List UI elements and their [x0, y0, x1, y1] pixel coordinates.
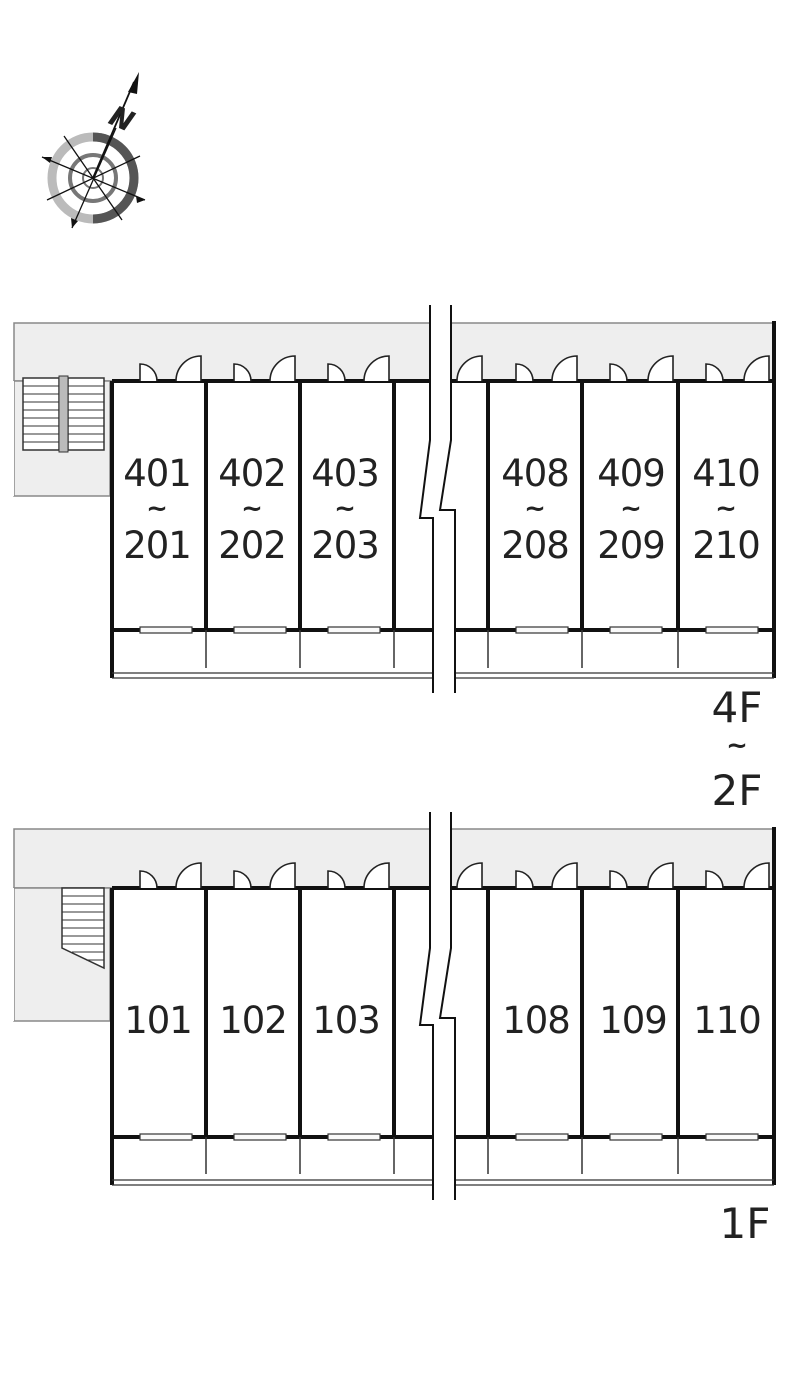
floor-label-top: 4F: [712, 683, 763, 732]
unit-label-top: 401: [123, 452, 191, 495]
unit-label-bottom: 210: [692, 524, 760, 567]
floor-label-sep: ~: [726, 731, 748, 761]
ground-unit-labels: 101 102 103 108 109 110: [124, 999, 762, 1042]
stair-icon: [22, 375, 105, 453]
unit-label-sep: ~: [620, 494, 642, 524]
unit-label: 101: [124, 999, 192, 1042]
ground-floor-plan: [0, 812, 776, 1200]
unit-label-sep: ~: [715, 494, 737, 524]
unit-label-sep: ~: [524, 494, 546, 524]
floor-label-bottom: 2F: [712, 766, 763, 815]
unit-label-bottom: 201: [123, 524, 191, 567]
upper-floor-plan: [0, 305, 776, 693]
compass-rose-icon: N: [41, 72, 146, 229]
ground-floor-level-label: 1F: [720, 1199, 771, 1248]
unit-label-bottom: 208: [501, 524, 569, 567]
unit-label-sep: ~: [334, 494, 356, 524]
unit-label: 109: [599, 999, 667, 1042]
compass-north-label: N: [104, 99, 139, 139]
upper-floor-level-label: 4F ~ 2F: [712, 683, 763, 815]
unit-label-top: 403: [311, 452, 379, 495]
upper-unit-labels: 401 ~ 201 402 ~ 202 403 ~ 203 408 ~ 208 …: [123, 452, 761, 567]
unit-label: 110: [693, 999, 761, 1042]
unit-label-top: 409: [597, 452, 665, 495]
unit-label-top: 402: [218, 452, 286, 495]
stair-icon: [61, 887, 105, 970]
unit-label: 102: [219, 999, 287, 1042]
unit-label-top: 410: [692, 452, 760, 495]
unit-label-bottom: 203: [311, 524, 379, 567]
unit-label: 103: [312, 999, 380, 1042]
unit-label-bottom: 209: [597, 524, 665, 567]
unit-label-top: 408: [501, 452, 569, 495]
unit-label: 108: [502, 999, 570, 1042]
unit-label-sep: ~: [241, 494, 263, 524]
unit-label-sep: ~: [146, 494, 168, 524]
unit-label-bottom: 202: [218, 524, 286, 567]
